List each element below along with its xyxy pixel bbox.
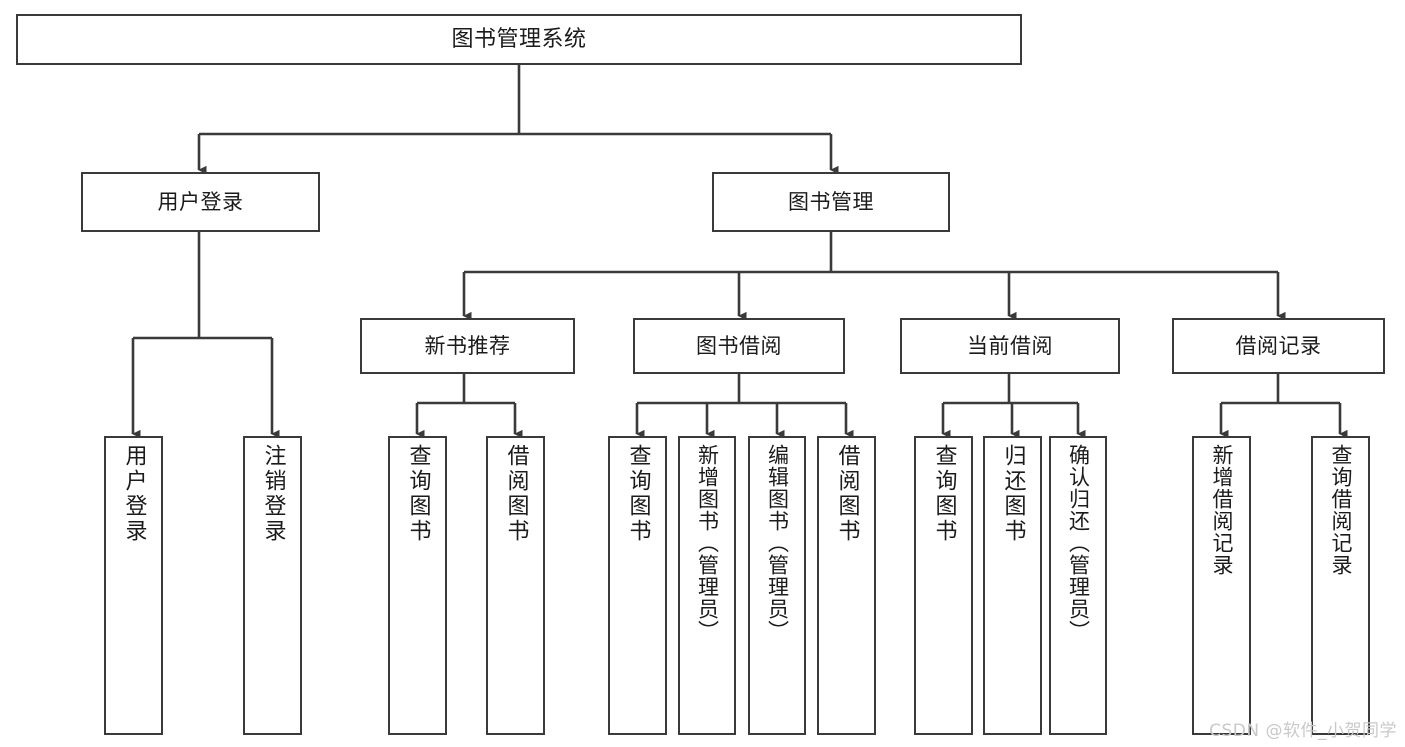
node-book-management[interactable]: 图书管理 [712,172,950,232]
node-leaf-borrow-book-2[interactable]: 借阅图书 [817,436,876,735]
node-current-borrow-label: 当前借阅 [967,333,1053,358]
node-leaf-return-book-label: 归还图书 [1000,444,1026,544]
node-leaf-edit-book-admin[interactable]: 编辑图书（管理员） [748,436,806,735]
node-leaf-logout[interactable]: 注销登录 [243,436,302,735]
node-new-book-recommend-label: 新书推荐 [424,333,511,358]
node-leaf-logout-label: 注销登录 [260,444,286,544]
node-user-login-label: 用户登录 [157,189,244,214]
node-leaf-user-login[interactable]: 用户登录 [104,436,163,735]
node-leaf-query-book-1[interactable]: 查询图书 [388,436,447,735]
node-borrow-record-label: 借阅记录 [1235,333,1322,358]
node-leaf-borrow-book-1[interactable]: 借阅图书 [486,436,545,735]
node-leaf-add-borrow-record[interactable]: 新增借阅记录 [1192,436,1251,735]
node-leaf-confirm-return-admin[interactable]: 确认归还（管理员） [1049,436,1107,735]
node-new-book-recommend[interactable]: 新书推荐 [360,318,575,374]
node-user-login[interactable]: 用户登录 [81,172,320,232]
node-leaf-add-borrow-record-label: 新增借阅记录 [1210,444,1234,576]
node-leaf-confirm-return-admin-label: 确认归还（管理员） [1066,444,1091,642]
node-leaf-query-book-2[interactable]: 查询图书 [608,436,667,735]
node-leaf-user-login-label: 用户登录 [121,444,147,544]
node-leaf-query-borrow-record-label: 查询借阅记录 [1329,444,1353,576]
node-book-management-label: 图书管理 [788,189,874,214]
node-leaf-return-book[interactable]: 归还图书 [983,436,1042,735]
node-leaf-add-book-admin[interactable]: 新增图书（管理员） [678,436,736,735]
node-leaf-borrow-book-1-label: 借阅图书 [503,444,529,544]
csdn-watermark: CSDN @软件_小贺同学 [1209,721,1397,741]
node-leaf-edit-book-admin-label: 编辑图书（管理员） [765,444,790,642]
node-leaf-query-borrow-record[interactable]: 查询借阅记录 [1311,436,1370,735]
node-leaf-query-book-2-label: 查询图书 [625,444,651,544]
node-leaf-add-book-admin-label: 新增图书（管理员） [695,444,720,642]
node-root[interactable]: 图书管理系统 [16,14,1022,65]
node-current-borrow[interactable]: 当前借阅 [900,318,1120,374]
node-book-borrow-label: 图书借阅 [696,333,782,358]
node-root-label: 图书管理系统 [451,26,587,52]
node-book-borrow[interactable]: 图书借阅 [633,318,845,374]
node-leaf-query-book-3-label: 查询图书 [931,444,957,544]
node-leaf-query-book-3[interactable]: 查询图书 [914,436,973,735]
node-leaf-query-book-1-label: 查询图书 [405,444,431,544]
node-borrow-record[interactable]: 借阅记录 [1172,318,1385,374]
node-leaf-borrow-book-2-label: 借阅图书 [834,444,860,544]
